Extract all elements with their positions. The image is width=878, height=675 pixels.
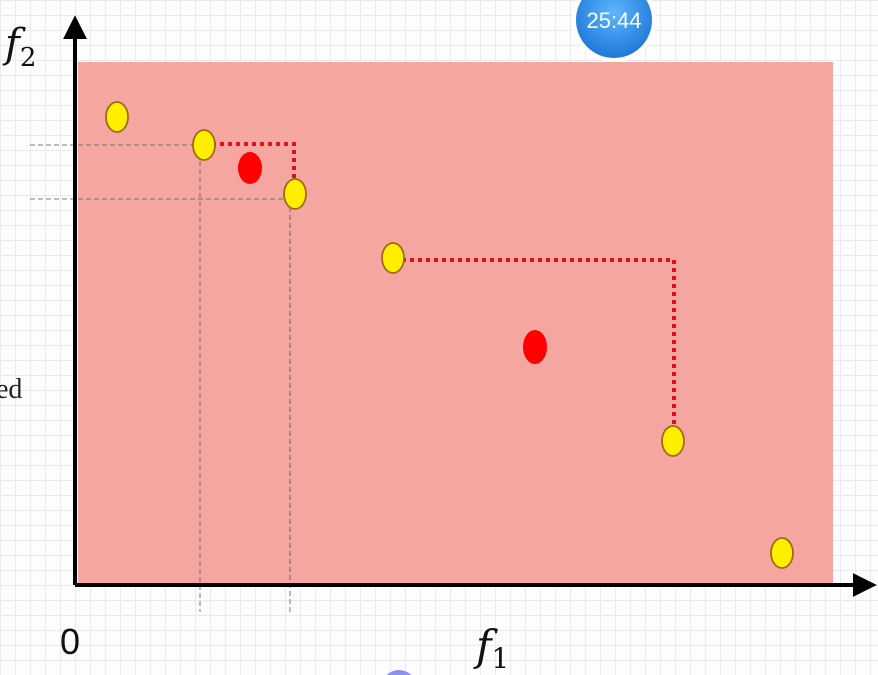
solution-point — [381, 242, 405, 274]
timer-badge[interactable]: 25:44 — [572, 0, 656, 62]
reference-point — [238, 152, 262, 184]
side-text: ed — [0, 374, 22, 405]
solution-points — [105, 101, 794, 569]
dominated-region — [78, 62, 833, 583]
reference-point — [523, 330, 547, 364]
x-axis-label: f1 — [473, 621, 509, 675]
contribution-line-large — [394, 258, 676, 441]
bottom-partial-circle — [386, 670, 412, 675]
reference-points — [238, 152, 547, 364]
contribution-line-small — [204, 142, 296, 192]
y-axis-label: f2 — [2, 21, 36, 73]
solution-point — [105, 101, 129, 133]
timer-badge-circle — [576, 0, 652, 58]
solution-point — [770, 537, 794, 569]
contribution-lines — [204, 142, 676, 441]
solution-point — [283, 178, 307, 210]
solution-point — [192, 129, 216, 161]
solution-point — [661, 425, 685, 457]
timer-label: 25:44 — [586, 8, 641, 33]
origin-label: 0 — [60, 621, 80, 662]
